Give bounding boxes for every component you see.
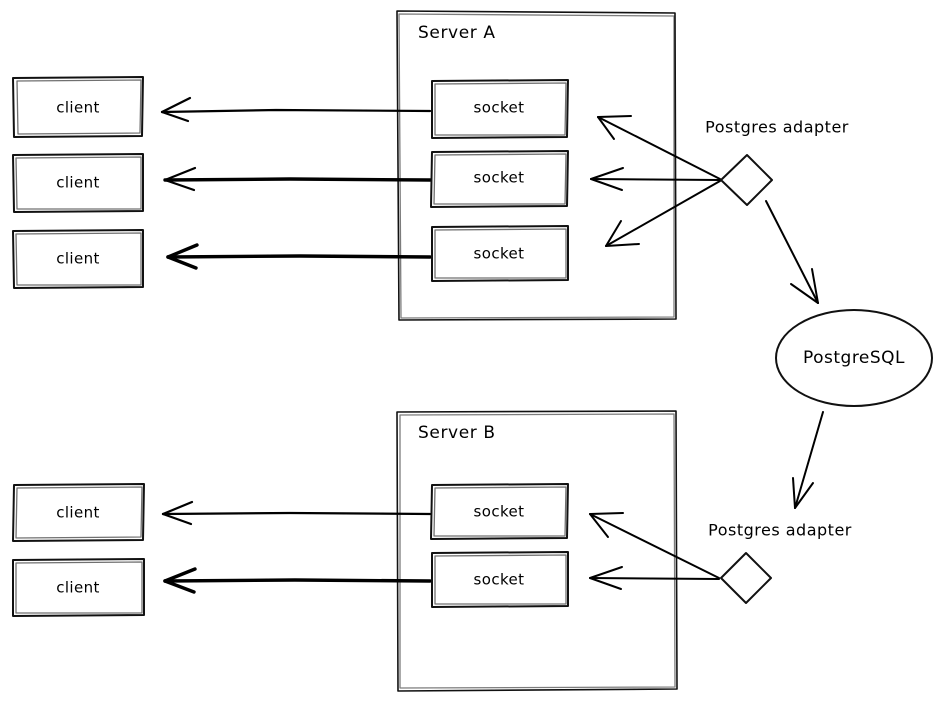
edge-adapter-top-to-socket-a1 (597, 115, 721, 180)
socket-b1-outline-echo (433, 486, 567, 537)
postgres-adapter-top[interactable]: Postgres adapter (705, 118, 849, 206)
adapter-bottom-diamond (720, 552, 772, 604)
adapter-bottom-label: Postgres adapter (708, 521, 852, 540)
socket-a2-outline (430, 150, 569, 208)
edge-postgresql-to-adapter-bottom (792, 411, 824, 509)
client-a2-label: client (56, 174, 100, 192)
client-a3-label: client (56, 250, 100, 268)
socket-a1-label: socket (474, 99, 525, 117)
client-box-b2[interactable]: client (12, 558, 145, 617)
container-server-a[interactable]: Server A (396, 10, 677, 321)
server-b-outline (396, 410, 678, 692)
server-b-label: Server B (418, 423, 496, 443)
client-box-a3[interactable]: client (12, 229, 144, 289)
client-a3-outline-echo (15, 232, 142, 286)
client-a2-outline (12, 153, 144, 213)
socket-a2-label: socket (474, 169, 525, 187)
postgresql-label: PostgreSQL (803, 348, 905, 368)
socket-b1-label: socket (474, 503, 525, 521)
socket-b2-label: socket (474, 571, 525, 589)
edge-adapter-top-to-socket-a3 (605, 180, 721, 247)
socket-box-b2[interactable]: socket (431, 551, 569, 608)
edge-socket-b1-to-client-b1 (161, 500, 432, 526)
edge-adapter-top-to-socket-a2 (590, 167, 721, 191)
socket-box-b1[interactable]: socket (430, 483, 569, 540)
socket-a1-outline (431, 79, 569, 139)
postgresql-database[interactable]: PostgreSQL (775, 309, 933, 407)
server-a-label: Server A (418, 23, 496, 43)
edge-socket-b2-to-client-b2 (163, 567, 432, 594)
client-b1-label: client (56, 504, 100, 522)
edge-adapter-bottom-to-socket-b1 (589, 512, 720, 579)
client-b1-outline (12, 483, 145, 542)
edge-adapter-bottom-to-socket-b2 (589, 566, 720, 590)
socket-b2-outline (431, 551, 569, 608)
socket-box-a1[interactable]: socket (431, 79, 569, 139)
socket-a3-label: socket (474, 245, 525, 263)
client-box-a2[interactable]: client (12, 153, 144, 213)
server-a-outline (396, 10, 677, 321)
edge-adapter-top-to-postgresql (765, 200, 819, 304)
client-b2-label: client (56, 579, 100, 597)
adapter-top-diamond (720, 154, 773, 206)
client-box-a1[interactable]: client (12, 76, 144, 138)
postgres-adapter-bottom[interactable]: Postgres adapter (708, 521, 852, 604)
socket-b2-outline-echo (434, 554, 567, 605)
adapter-top-label: Postgres adapter (705, 118, 849, 137)
server-b-outline-echo (399, 413, 676, 689)
postgresql-ellipse (775, 309, 933, 407)
container-server-b[interactable]: Server B (396, 410, 678, 692)
client-a1-label: client (56, 99, 100, 117)
socket-a1-outline-echo (434, 82, 567, 136)
client-b2-outline-echo (15, 561, 143, 614)
client-a3-outline (12, 229, 144, 289)
client-a1-outline (12, 76, 144, 138)
edge-socket-a1-to-client-a1 (160, 96, 432, 123)
socket-a2-outline-echo (433, 153, 567, 205)
socket-b1-outline (430, 483, 569, 540)
edge-socket-a2-to-client-a2 (163, 166, 432, 192)
client-a1-outline-echo (16, 79, 142, 135)
socket-box-a3[interactable]: socket (431, 225, 569, 282)
client-a2-outline-echo (15, 156, 142, 210)
client-b2-outline (12, 558, 145, 617)
server-a-outline-echo (398, 13, 675, 319)
socket-a3-outline (431, 225, 569, 282)
edge-socket-a3-to-client-a3 (166, 243, 432, 270)
socket-box-a2[interactable]: socket (430, 150, 569, 208)
client-box-b1[interactable]: client (12, 483, 145, 542)
socket-a3-outline-echo (434, 228, 567, 279)
client-b1-outline-echo (15, 486, 143, 539)
